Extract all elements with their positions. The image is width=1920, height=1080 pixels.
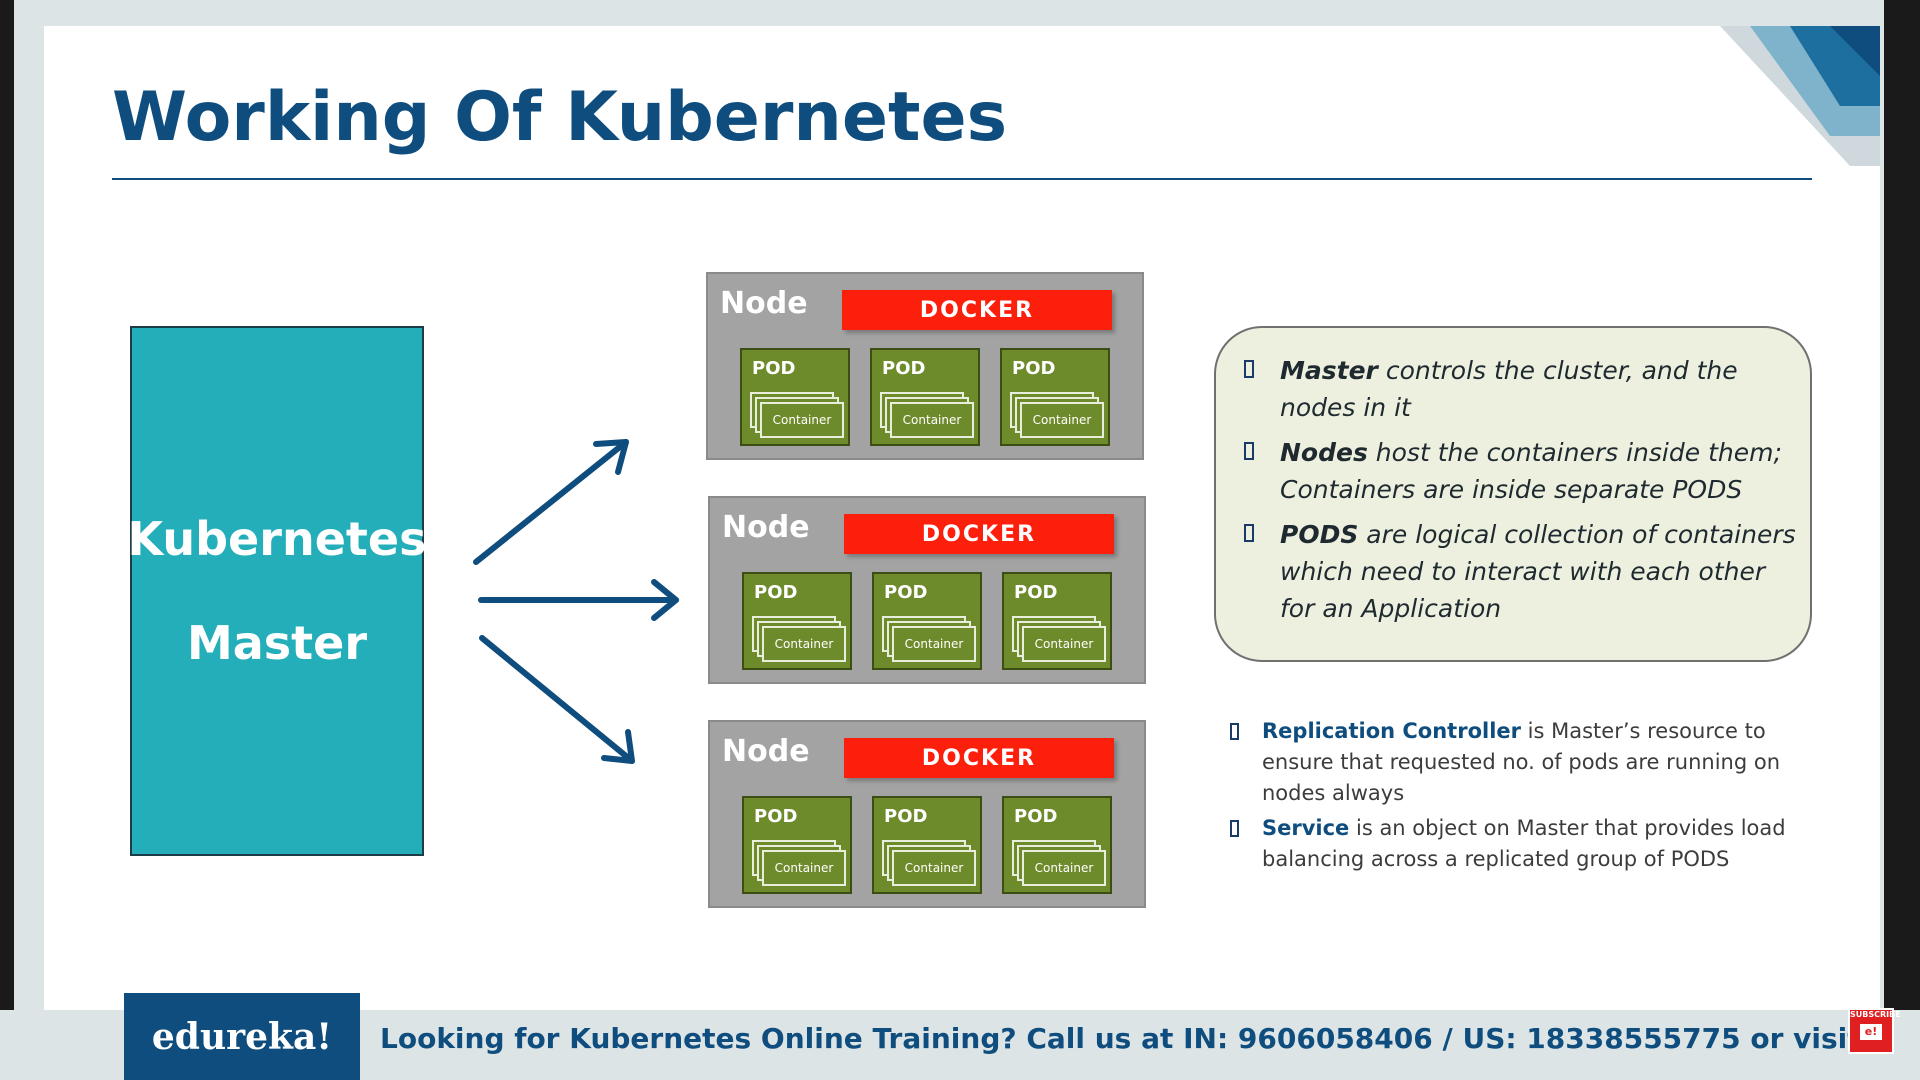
bullet-icon bbox=[1230, 723, 1239, 740]
container-label: Container bbox=[760, 402, 844, 438]
bullet-rest: controls the cluster, and the nodes in i… bbox=[1280, 356, 1738, 422]
bullet-rest: are logical collection of containers whi… bbox=[1280, 520, 1796, 623]
bullet-keyword: PODS bbox=[1280, 520, 1359, 549]
pod-label: POD bbox=[1012, 358, 1056, 379]
info-callout-box: Master controls the cluster, and the nod… bbox=[1214, 326, 1812, 662]
docker-bar: DOCKER bbox=[842, 290, 1112, 330]
notes-list: Replication Controller is Master’s resou… bbox=[1230, 716, 1790, 879]
container-label: Container bbox=[1020, 402, 1104, 438]
arrow-up bbox=[473, 439, 629, 565]
arrow-down bbox=[479, 635, 635, 764]
note-replication-controller: Replication Controller is Master’s resou… bbox=[1230, 716, 1790, 809]
pod: POD Container bbox=[1002, 796, 1112, 894]
bullet-rest: host the containers inside them; Contain… bbox=[1280, 438, 1782, 504]
pod: POD Container bbox=[742, 796, 852, 894]
container-label: Container bbox=[1022, 626, 1106, 662]
subscribe-button[interactable]: SUBSCRIBE e! bbox=[1848, 1008, 1901, 1054]
node-3: Node DOCKER POD Container POD Container … bbox=[708, 720, 1146, 908]
container-label: Container bbox=[762, 850, 846, 886]
pod: POD Container bbox=[872, 572, 982, 670]
docker-bar: DOCKER bbox=[844, 738, 1114, 778]
note-keyword: Service bbox=[1262, 816, 1350, 840]
pod: POD Container bbox=[1002, 572, 1112, 670]
bullet-keyword: Nodes bbox=[1280, 438, 1368, 467]
bullet-text: PODS are logical collection of container… bbox=[1244, 516, 1804, 627]
page-title: Working Of Kubernetes bbox=[112, 78, 1008, 157]
info-bullet-master: Master controls the cluster, and the nod… bbox=[1244, 352, 1804, 426]
note-service: Service is an object on Master that prov… bbox=[1230, 813, 1790, 875]
container-label: Container bbox=[892, 626, 976, 662]
node-label: Node bbox=[720, 286, 808, 321]
note-rest: is Master’s resource to ensure that requ… bbox=[1262, 719, 1781, 805]
node-1: Node DOCKER POD Container POD Container … bbox=[706, 272, 1144, 460]
subscribe-logo-icon: e! bbox=[1860, 1024, 1882, 1040]
edureka-logo: edureka! bbox=[124, 993, 360, 1080]
pod: POD Container bbox=[742, 572, 852, 670]
container-label: Container bbox=[892, 850, 976, 886]
bullet-text: Nodes host the containers inside them; C… bbox=[1244, 434, 1804, 508]
pod-label: POD bbox=[752, 358, 796, 379]
left-frame-bar bbox=[0, 0, 14, 1080]
pod-label: POD bbox=[754, 582, 798, 603]
bullet-icon bbox=[1244, 524, 1254, 542]
kubernetes-master-box: Kubernetes Master bbox=[127, 326, 427, 856]
subscribe-label: SUBSCRIBE bbox=[1850, 1010, 1901, 1019]
bullet-text: Master controls the cluster, and the nod… bbox=[1244, 352, 1804, 426]
container-label: Container bbox=[1022, 850, 1106, 886]
footer-promo-text: Looking for Kubernetes Online Training? … bbox=[380, 1022, 1850, 1055]
container-label: Container bbox=[890, 402, 974, 438]
pod-label: POD bbox=[884, 806, 928, 827]
node-label: Node bbox=[722, 734, 810, 769]
node-2: Node DOCKER POD Container POD Container … bbox=[708, 496, 1146, 684]
pod: POD Container bbox=[872, 796, 982, 894]
pod: POD Container bbox=[1000, 348, 1110, 446]
info-bullet-nodes: Nodes host the containers inside them; C… bbox=[1244, 434, 1804, 508]
bullet-keyword: Master bbox=[1280, 356, 1378, 385]
info-bullet-pods: PODS are logical collection of container… bbox=[1244, 516, 1804, 627]
pod-label: POD bbox=[884, 582, 928, 603]
pod-label: POD bbox=[1014, 582, 1058, 603]
pod-label: POD bbox=[1014, 806, 1058, 827]
container-label: Container bbox=[762, 626, 846, 662]
title-underline bbox=[112, 178, 1812, 180]
pod-label: POD bbox=[754, 806, 798, 827]
node-label: Node bbox=[722, 510, 810, 545]
master-label-line2: Master bbox=[186, 616, 368, 670]
bullet-icon bbox=[1244, 360, 1254, 378]
right-frame-bar bbox=[1884, 0, 1920, 1080]
bullet-icon bbox=[1244, 442, 1254, 460]
docker-bar: DOCKER bbox=[844, 514, 1114, 554]
corner-decoration bbox=[1720, 26, 1880, 166]
pod: POD Container bbox=[740, 348, 850, 446]
master-label-line1: Kubernetes bbox=[127, 512, 427, 566]
pod: POD Container bbox=[870, 348, 980, 446]
bullet-icon bbox=[1230, 820, 1239, 837]
slide: Working Of Kubernetes Kubernetes Master … bbox=[44, 26, 1880, 1010]
note-rest: is an object on Master that provides loa… bbox=[1262, 816, 1786, 871]
note-keyword: Replication Controller bbox=[1262, 719, 1521, 743]
pod-label: POD bbox=[882, 358, 926, 379]
